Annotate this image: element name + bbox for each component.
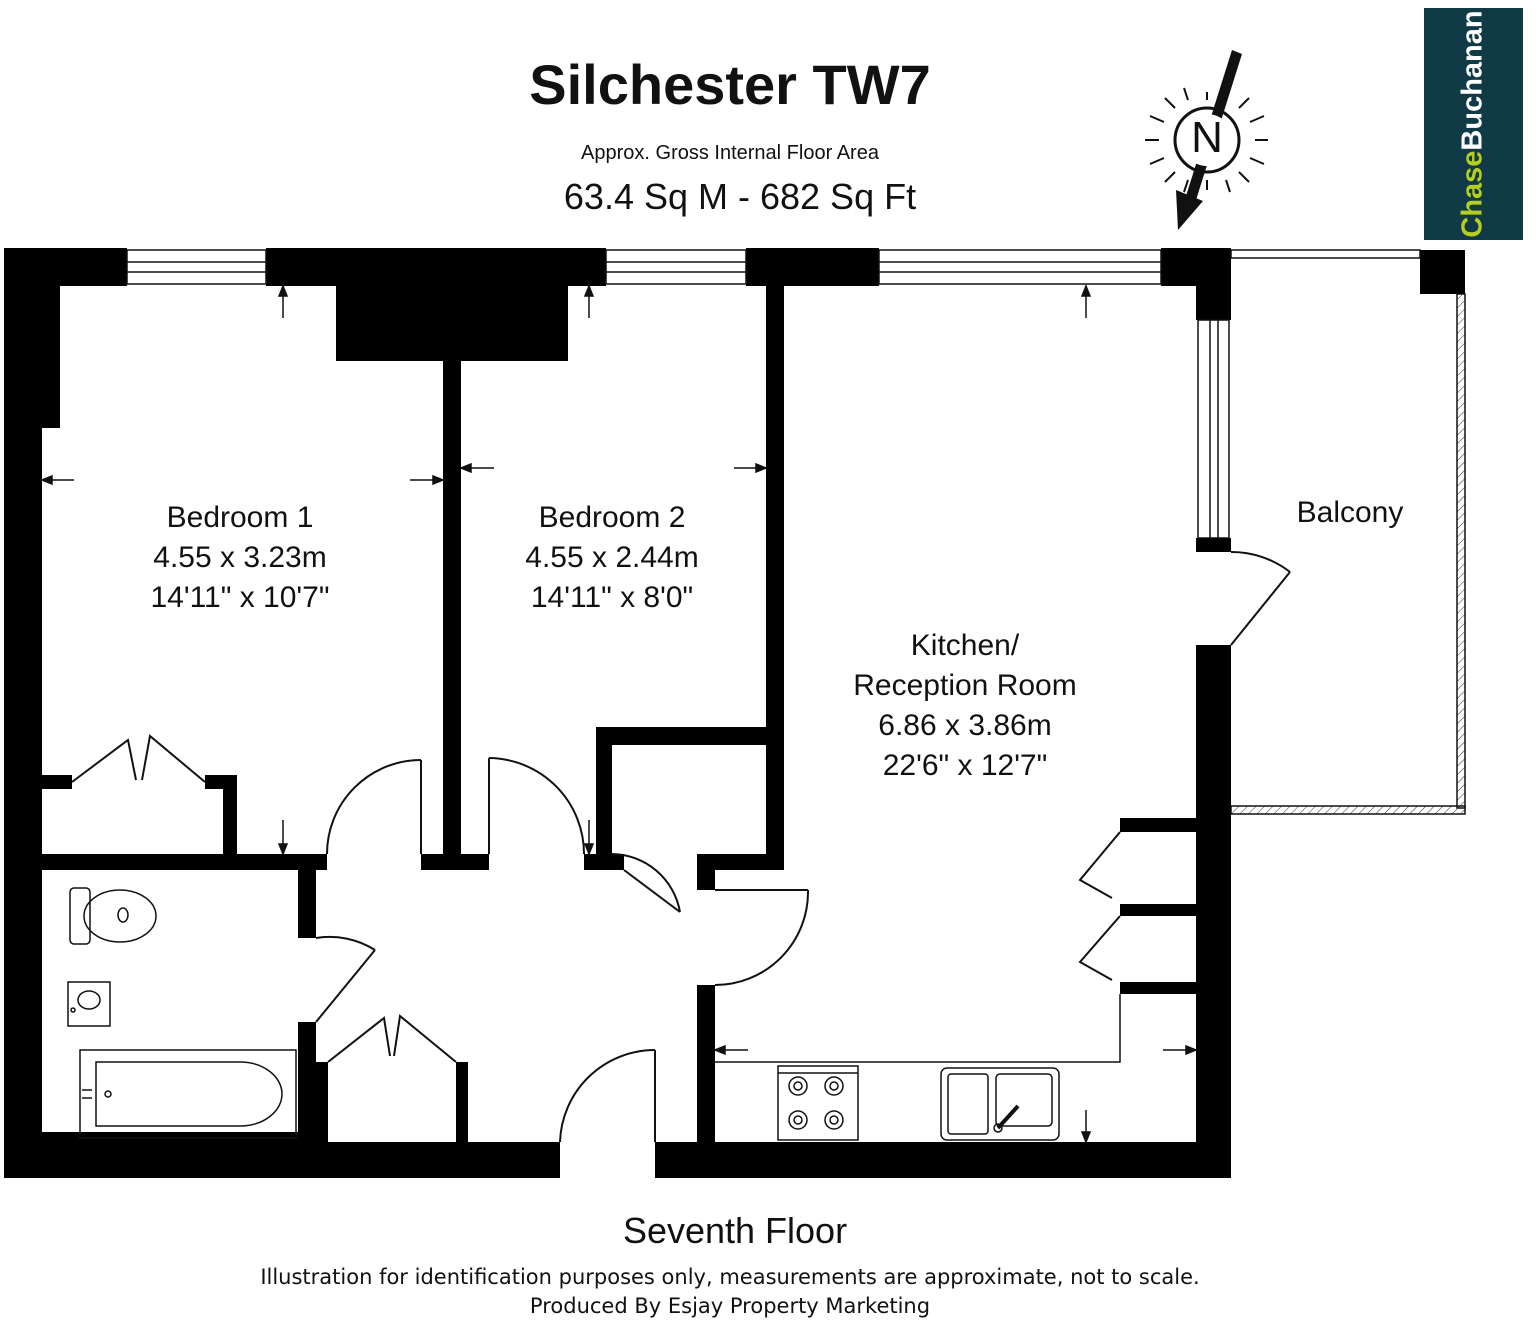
logo-part-1: Chase [1456,150,1489,238]
compass-north-label: N [1191,113,1223,162]
floor-name: Seventh Floor [622,1210,848,1251]
kitchen-counter [715,994,1121,1141]
room-imperial: 14'11" x 8'0" [530,581,694,614]
disclaimer-text: Illustration for identification purposes… [260,1265,1200,1289]
logo-part-2: Buchanan [1456,10,1489,151]
door-swings [71,550,1291,1143]
room-name: Bedroom 2 [538,501,686,534]
walls [4,248,1465,1178]
room-metric: 6.86 x 3.86m [878,709,1052,742]
area-subtitle: Approx. Gross Internal Floor Area [581,142,879,164]
windows [126,249,1230,539]
balcony-outline [1230,249,1466,815]
room-label-balcony: Balcony [1296,496,1404,529]
room-name-2: Reception Room [853,669,1077,702]
room-metric: 4.55 x 2.44m [525,541,699,574]
room-label-kitchen: Kitchen/ Reception Room 6.86 x 3.86m 22'… [815,626,1115,786]
room-label-bedroom-2: Bedroom 2 4.55 x 2.44m 14'11" x 8'0" [482,498,742,618]
room-name: Kitchen/ [910,629,1020,662]
producer-text: Produced By Esjay Property Marketing [529,1294,931,1318]
bathroom-fixtures [67,887,297,1139]
dimension-arrows [39,283,1199,1145]
room-label-bedroom-1: Bedroom 1 4.55 x 3.23m 14'11" x 10'7" [110,498,370,618]
room-imperial: 22'6" x 12'7" [882,749,1048,782]
room-metric: 4.55 x 3.23m [153,541,327,574]
compass-icon [1145,50,1268,230]
room-imperial: 14'11" x 10'7" [150,581,330,614]
room-name: Bedroom 1 [166,501,314,534]
floor-area: 63.4 Sq M - 682 Sq Ft [563,176,917,217]
property-title: Silchester TW7 [529,53,931,116]
agency-logo: ChaseBuchanan [1424,8,1523,240]
